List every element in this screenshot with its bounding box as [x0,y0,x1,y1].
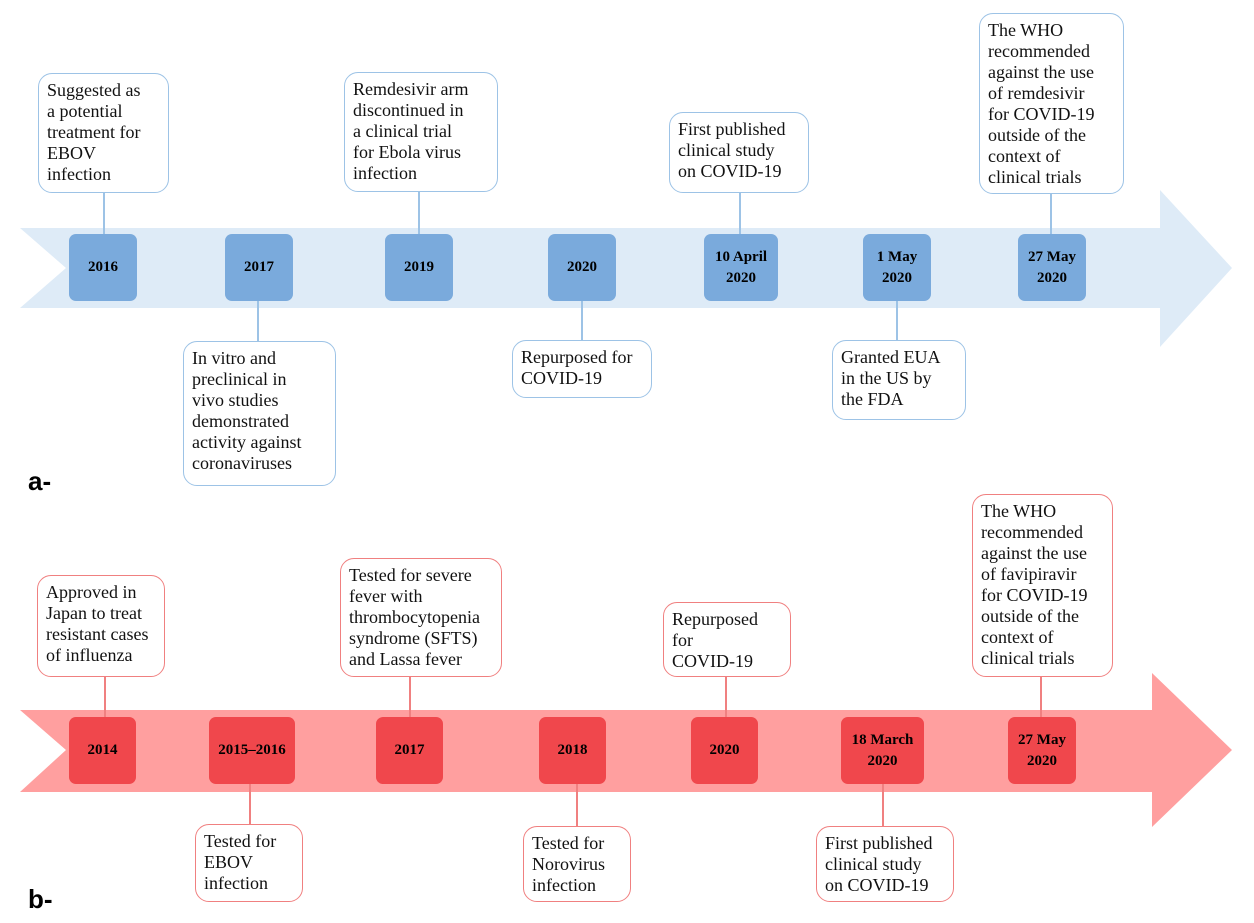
milestone-2018: 2018 [539,717,606,784]
event-note: Remdesivir arm discontinued in a clinica… [344,72,498,192]
milestone-2016: 2016 [69,234,137,301]
event-note: First published clinical study on COVID-… [669,112,809,193]
panel-label: a- [28,466,52,496]
event-note: Approved in Japan to treat resistant cas… [37,575,165,677]
connector [882,784,884,826]
event-note: The WHO recommended against the use of r… [979,13,1124,194]
milestone-18-march-2020: 18 March 2020 [841,717,924,784]
event-note: Suggested as a potential treatment for E… [38,73,169,193]
connector [257,301,259,343]
connector [576,784,578,826]
connector [896,301,898,341]
connector [725,677,727,717]
timeline-remdesivir: 2016 2017 2019 2020 10 April 2020 1 May … [20,13,1232,496]
milestone-27-may-2020: 27 May 2020 [1008,717,1076,784]
panel-label: b- [28,884,53,914]
timeline-arrow [20,190,1232,347]
milestone-2019: 2019 [385,234,453,301]
milestone-10-april-2020: 10 April 2020 [704,234,778,301]
event-note: First published clinical study on COVID-… [816,826,954,902]
timeline-arrow [20,673,1232,827]
milestone-2017: 2017 [225,234,293,301]
event-note: Granted EUA in the US by the FDA [832,340,966,420]
milestone-2014: 2014 [69,717,136,784]
event-note: Repurposed for COVID-19 [663,602,791,677]
connector [409,677,411,717]
milestone-2015-2016: 2015–2016 [209,717,295,784]
milestone-2017: 2017 [376,717,443,784]
milestone-2020: 2020 [548,234,616,301]
event-note: Tested for EBOV infection [195,824,303,902]
event-note: The WHO recommended against the use of f… [972,494,1113,677]
connector [581,301,583,341]
connector [104,677,106,717]
event-note: Tested for severe fever with thrombocyto… [340,558,502,677]
connector [418,191,420,234]
event-note: Repurposed for COVID-19 [512,340,652,398]
event-note: Tested for Norovirus infection [523,826,631,902]
connector [249,784,251,824]
connector [739,193,741,234]
timeline-favipiravir: 2014 2015–2016 2017 2018 2020 18 March 2… [0,480,1254,923]
milestone-1-may-2020: 1 May 2020 [863,234,931,301]
connector [103,192,105,234]
connector [1050,193,1052,234]
milestone-2020: 2020 [691,717,758,784]
connector [1040,677,1042,717]
event-note: In vitro and preclinical in vivo studies… [183,341,336,486]
milestone-27-may-2020: 27 May 2020 [1018,234,1086,301]
